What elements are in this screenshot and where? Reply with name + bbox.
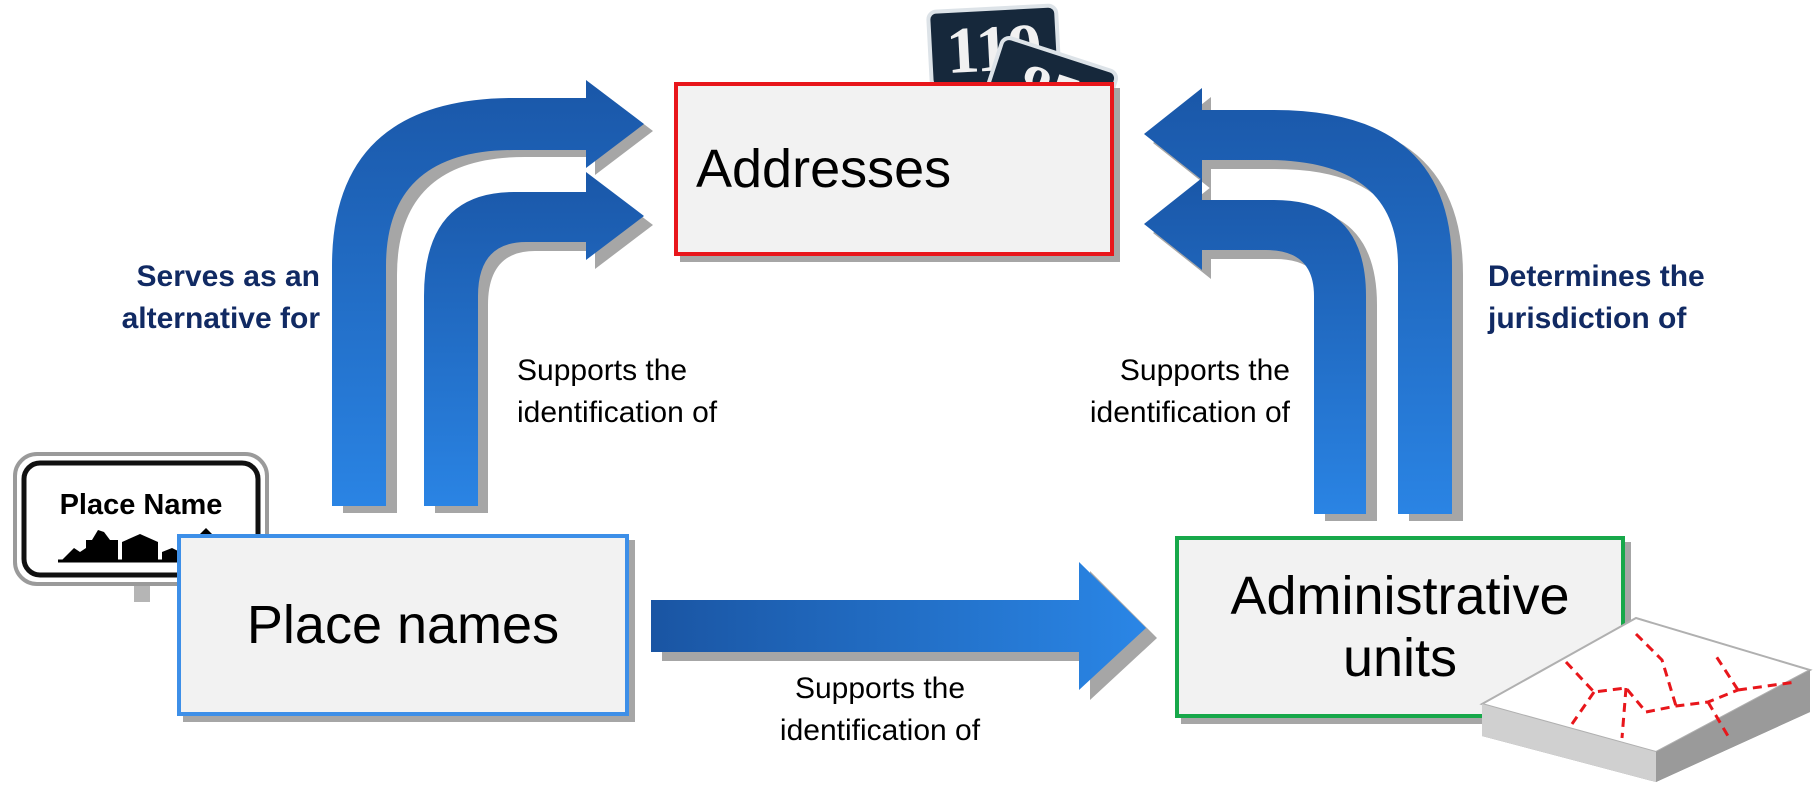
arrow-place-to-admin <box>651 562 1157 700</box>
node-addresses: Addresses <box>674 82 1114 256</box>
node-place-names: Place names <box>177 534 629 716</box>
edge-label-jurisdiction-of: Determines the jurisdiction of <box>1488 260 1705 335</box>
node-admin-label-line1: Administrative <box>1230 565 1570 626</box>
arrow-alternative-for <box>332 80 653 513</box>
sign-text: Place Name <box>60 489 223 521</box>
edge-label-place-supports-admin: Supports the identification of <box>779 672 981 747</box>
edge-label-alternative-for: Serves as an alternative for <box>121 260 320 335</box>
arrow-jurisdiction-of <box>1144 88 1463 521</box>
edge-label-place-supports-address: Supports the identification of <box>517 354 718 429</box>
arrow-right-supports <box>1144 178 1377 521</box>
map-tile-icon <box>1479 616 1813 782</box>
node-place-names-label: Place names <box>246 595 560 655</box>
node-addresses-label: Addresses <box>696 139 952 199</box>
edge-label-admin-supports-address: Supports the identification of <box>1089 354 1290 429</box>
node-admin-label-line2: units <box>1342 628 1458 688</box>
arrow-left-supports <box>424 172 653 513</box>
